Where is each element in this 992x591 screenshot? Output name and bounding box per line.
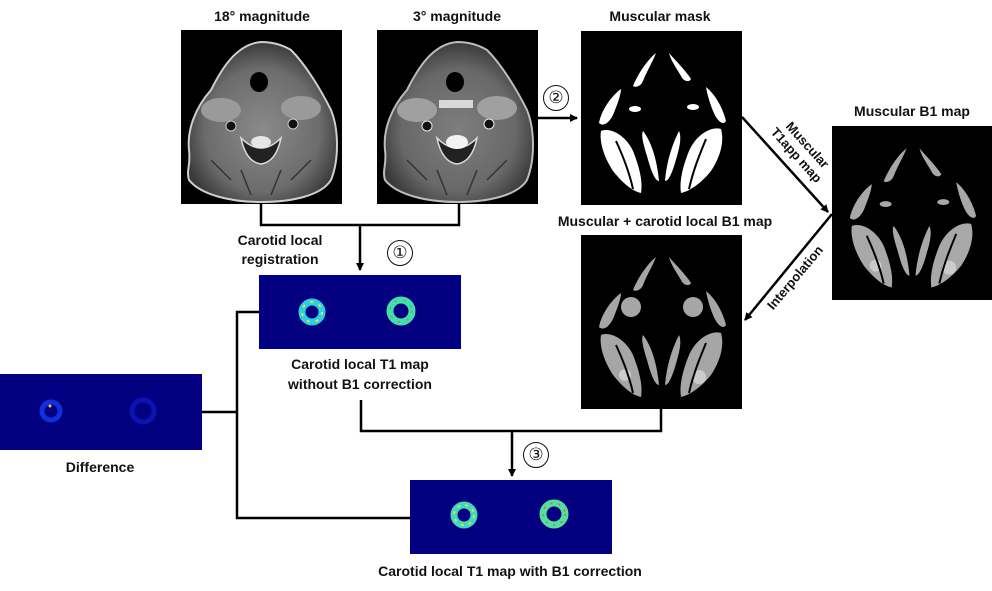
interpolation-arrow-label: Interpolation	[754, 231, 836, 325]
title-18-magnitude: 18° magnitude	[214, 8, 310, 24]
interpolation-label-text: Interpolation	[763, 242, 827, 313]
difference-image	[0, 374, 202, 450]
caption-difference: Difference	[65, 459, 135, 475]
mri-18-magnitude-image	[181, 30, 342, 204]
step3-number-text: ③	[528, 445, 544, 464]
step1-label-line1: Carotid local	[237, 232, 323, 248]
step2-number: ②	[543, 85, 569, 111]
title-3-magnitude: 3° magnitude	[412, 8, 502, 24]
caption-t1-without-line1: Carotid local T1 map	[291, 356, 429, 372]
mri-3-magnitude-image	[377, 30, 538, 204]
title-muscular-b1-map: Muscular B1 map	[854, 103, 970, 119]
caption-t1-without-line2: without B1 correction	[288, 376, 432, 392]
title-combined-b1-map: Muscular + carotid local B1 map	[557, 213, 773, 229]
step1-number: ①	[387, 240, 413, 266]
muscular-b1-map-image	[832, 126, 992, 300]
step1-label-line2: registration	[241, 251, 319, 267]
caption-t1-with: Carotid local T1 map with B1 correction	[378, 563, 642, 579]
step2-number-text: ②	[548, 88, 564, 107]
step3-number: ③	[523, 442, 549, 468]
step1-number-text: ①	[392, 243, 408, 262]
muscular-mask-image	[581, 31, 742, 205]
title-muscular-mask: Muscular mask	[609, 8, 711, 24]
connector-mag18-down	[259, 204, 461, 227]
combined-b1-map-image	[581, 235, 742, 409]
t1-map-with-b1-image	[410, 480, 612, 554]
t1-map-without-b1-image	[259, 275, 461, 349]
